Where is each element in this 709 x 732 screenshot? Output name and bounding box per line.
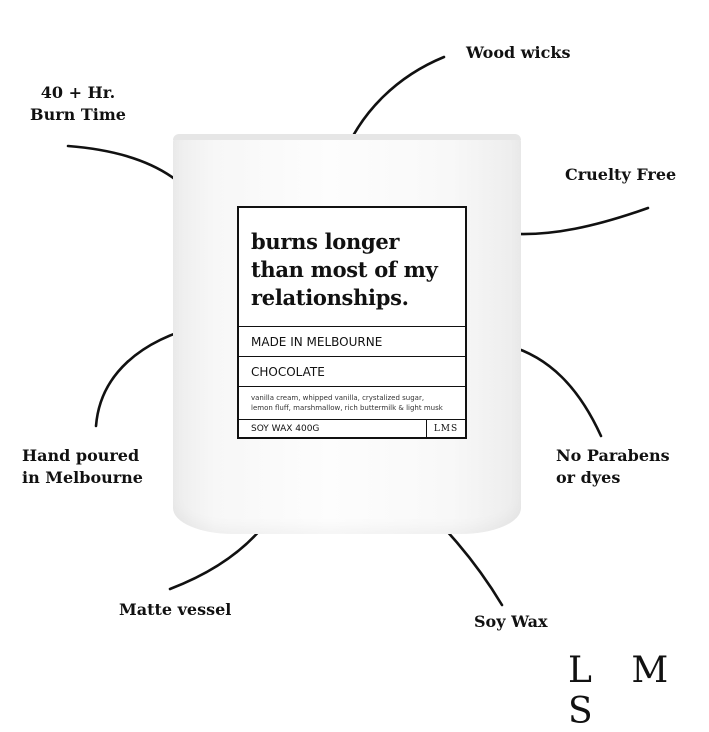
notes-line-2: lemon fluff, marshmallow, rich buttermil… bbox=[251, 404, 443, 412]
burn-time-line-2: Burn Time bbox=[30, 105, 126, 124]
no-parabens-line-1: No Parabens bbox=[556, 446, 670, 465]
no-parabens-line-2: or dyes bbox=[556, 468, 621, 487]
callout-cruelty-free: Cruelty Free bbox=[565, 165, 677, 184]
hand-poured-line-1: Hand poured bbox=[22, 446, 140, 465]
candle-rim bbox=[173, 134, 521, 140]
arrow-cruelty-free bbox=[499, 206, 650, 245]
notes-line-1: vanilla cream, whipped vanilla, crystali… bbox=[251, 394, 425, 402]
headline-line-2: than most of my bbox=[251, 257, 438, 282]
label-scent: CHOCOLATE bbox=[239, 356, 465, 386]
label-weight: SOY WAX 400G bbox=[251, 424, 320, 434]
brand-logo: L M S bbox=[568, 650, 683, 732]
burn-time-line-1: 40 + Hr. bbox=[40, 83, 116, 102]
label-origin: MADE IN MELBOURNE bbox=[239, 326, 465, 356]
label-logo: LMS bbox=[426, 420, 465, 438]
callout-hand-poured: Hand poured in Melbourne bbox=[22, 445, 143, 489]
headline-line-1: burns longer bbox=[251, 229, 400, 254]
callout-matte-vessel: Matte vessel bbox=[119, 600, 232, 619]
callout-soy-wax: Soy Wax bbox=[474, 612, 548, 631]
headline-line-3: relationships. bbox=[251, 285, 409, 310]
callout-burn-time: 40 + Hr. Burn Time bbox=[18, 82, 138, 126]
label-bottom-row: SOY WAX 400G LMS bbox=[239, 419, 465, 438]
label-notes: vanilla cream, whipped vanilla, crystali… bbox=[239, 386, 465, 419]
hand-poured-line-2: in Melbourne bbox=[22, 468, 143, 487]
label-headline: burns longer than most of my relationshi… bbox=[251, 228, 465, 312]
callout-no-parabens: No Parabens or dyes bbox=[556, 445, 670, 489]
callout-wood-wicks: Wood wicks bbox=[466, 43, 571, 62]
candle-label: burns longer than most of my relationshi… bbox=[237, 206, 467, 439]
